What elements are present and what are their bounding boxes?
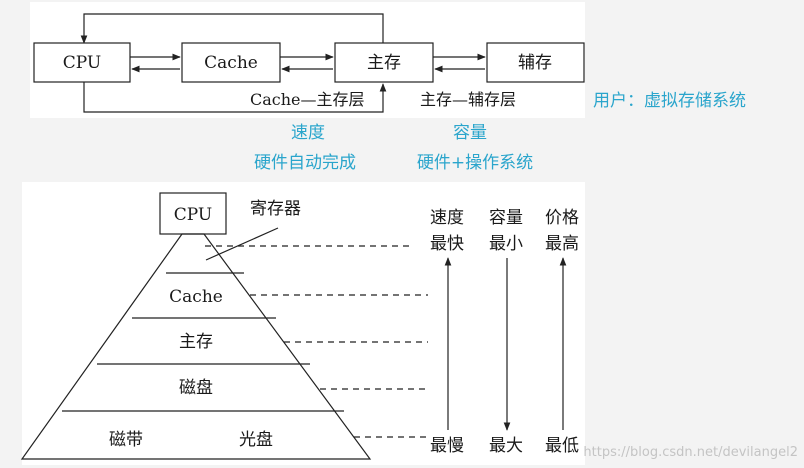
capacity-axis-top: 最小 <box>489 234 523 254</box>
price-axis-title: 价格 <box>545 208 579 228</box>
capacity-axis-bottom: 最大 <box>489 436 523 456</box>
level-cache-label: Cache <box>169 287 223 307</box>
virtual-storage-note: 用户：虚拟存储系统 <box>593 91 746 111</box>
pyramid-outline <box>20 233 372 460</box>
cache-label: Cache <box>204 53 258 73</box>
main-memory-box <box>334 42 434 83</box>
level-disk-label: 磁盘 <box>179 378 213 398</box>
price-axis-top: 最高 <box>545 234 579 254</box>
cpu-main-bottom-link <box>83 82 387 113</box>
storage-pyramid-panel <box>22 182 585 465</box>
capacity-axis-title: 容量 <box>489 208 523 228</box>
register-label: 寄存器 <box>250 199 301 219</box>
cpu-main-top-link <box>80 13 384 44</box>
cache-main-layer-label: Cache—主存层 <box>250 90 365 109</box>
speed-axis-bottom: 最慢 <box>430 435 464 456</box>
cache-main-hardware-detail: 硬件自动完成 <box>254 153 356 173</box>
aux-memory-label: 辅存 <box>518 53 552 73</box>
cpu-box <box>33 42 131 83</box>
main-aux-layer-label: 主存—辅存层 <box>420 90 516 109</box>
level-tape-label: 磁带 <box>109 430 143 450</box>
level-main-label: 主存 <box>179 332 213 352</box>
watermark-url: https://blog.csdn.net/devilangel2 <box>583 445 798 460</box>
main-aux-os-detail: 硬件+操作系统 <box>417 153 533 173</box>
cache-main-speed-title: 速度 <box>291 123 325 143</box>
cache-box <box>181 42 281 83</box>
speed-axis-title: 速度 <box>430 208 464 228</box>
speed-axis-top: 最快 <box>430 234 464 254</box>
pyramid-cpu-box <box>159 192 227 235</box>
cpu-label: CPU <box>63 53 101 73</box>
register-pointer-line <box>205 227 279 261</box>
pyramid-cpu-label: CPU <box>174 205 212 225</box>
level-optical-label: 光盘 <box>239 430 273 450</box>
main-aux-capacity-title: 容量 <box>453 123 487 143</box>
main-memory-label: 主存 <box>367 53 401 73</box>
aux-memory-box <box>486 42 585 83</box>
price-axis-bottom: 最低 <box>545 436 579 456</box>
